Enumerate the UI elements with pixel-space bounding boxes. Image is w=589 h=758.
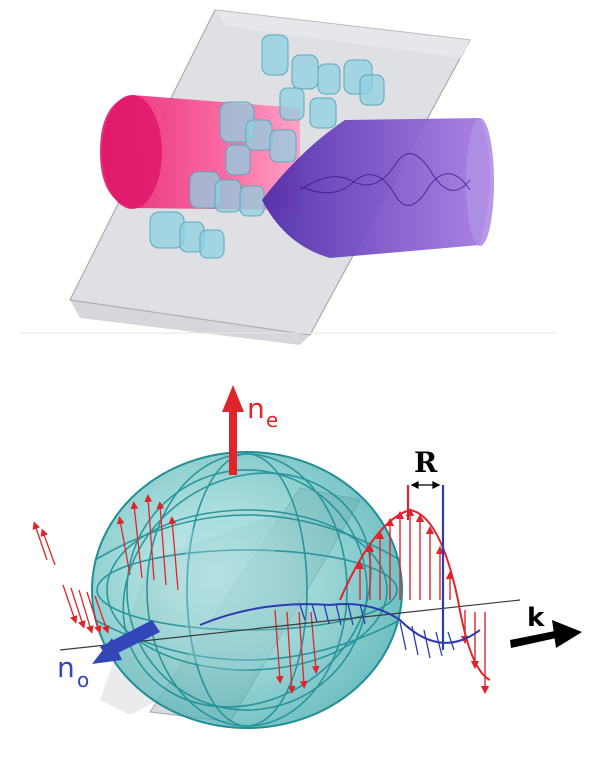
k-label: k <box>527 603 545 633</box>
beam-wave <box>299 153 471 206</box>
n-o-main-text: n <box>57 651 75 684</box>
lc-molecules <box>149 34 385 259</box>
top-panel <box>69 9 494 345</box>
retardance-marker <box>410 481 441 489</box>
n-e-arrow <box>222 385 244 475</box>
left-e-arrows <box>32 521 110 634</box>
n-e-sub-text: e <box>266 408 278 432</box>
n-o-sub-text: o <box>77 668 89 692</box>
retardance-label: R <box>414 446 438 479</box>
outgoing-beam <box>262 118 494 258</box>
inner-e-field <box>116 494 320 694</box>
e-wave <box>339 485 491 695</box>
k-arrow <box>510 620 582 648</box>
n-e-main-text: n <box>247 392 265 425</box>
o-wave <box>199 485 481 659</box>
bottom-panel: n e n o R k <box>32 385 582 729</box>
n-e-label: n e <box>247 392 278 432</box>
n-o-label: n o <box>57 651 89 692</box>
n-o-arrow <box>92 620 160 664</box>
